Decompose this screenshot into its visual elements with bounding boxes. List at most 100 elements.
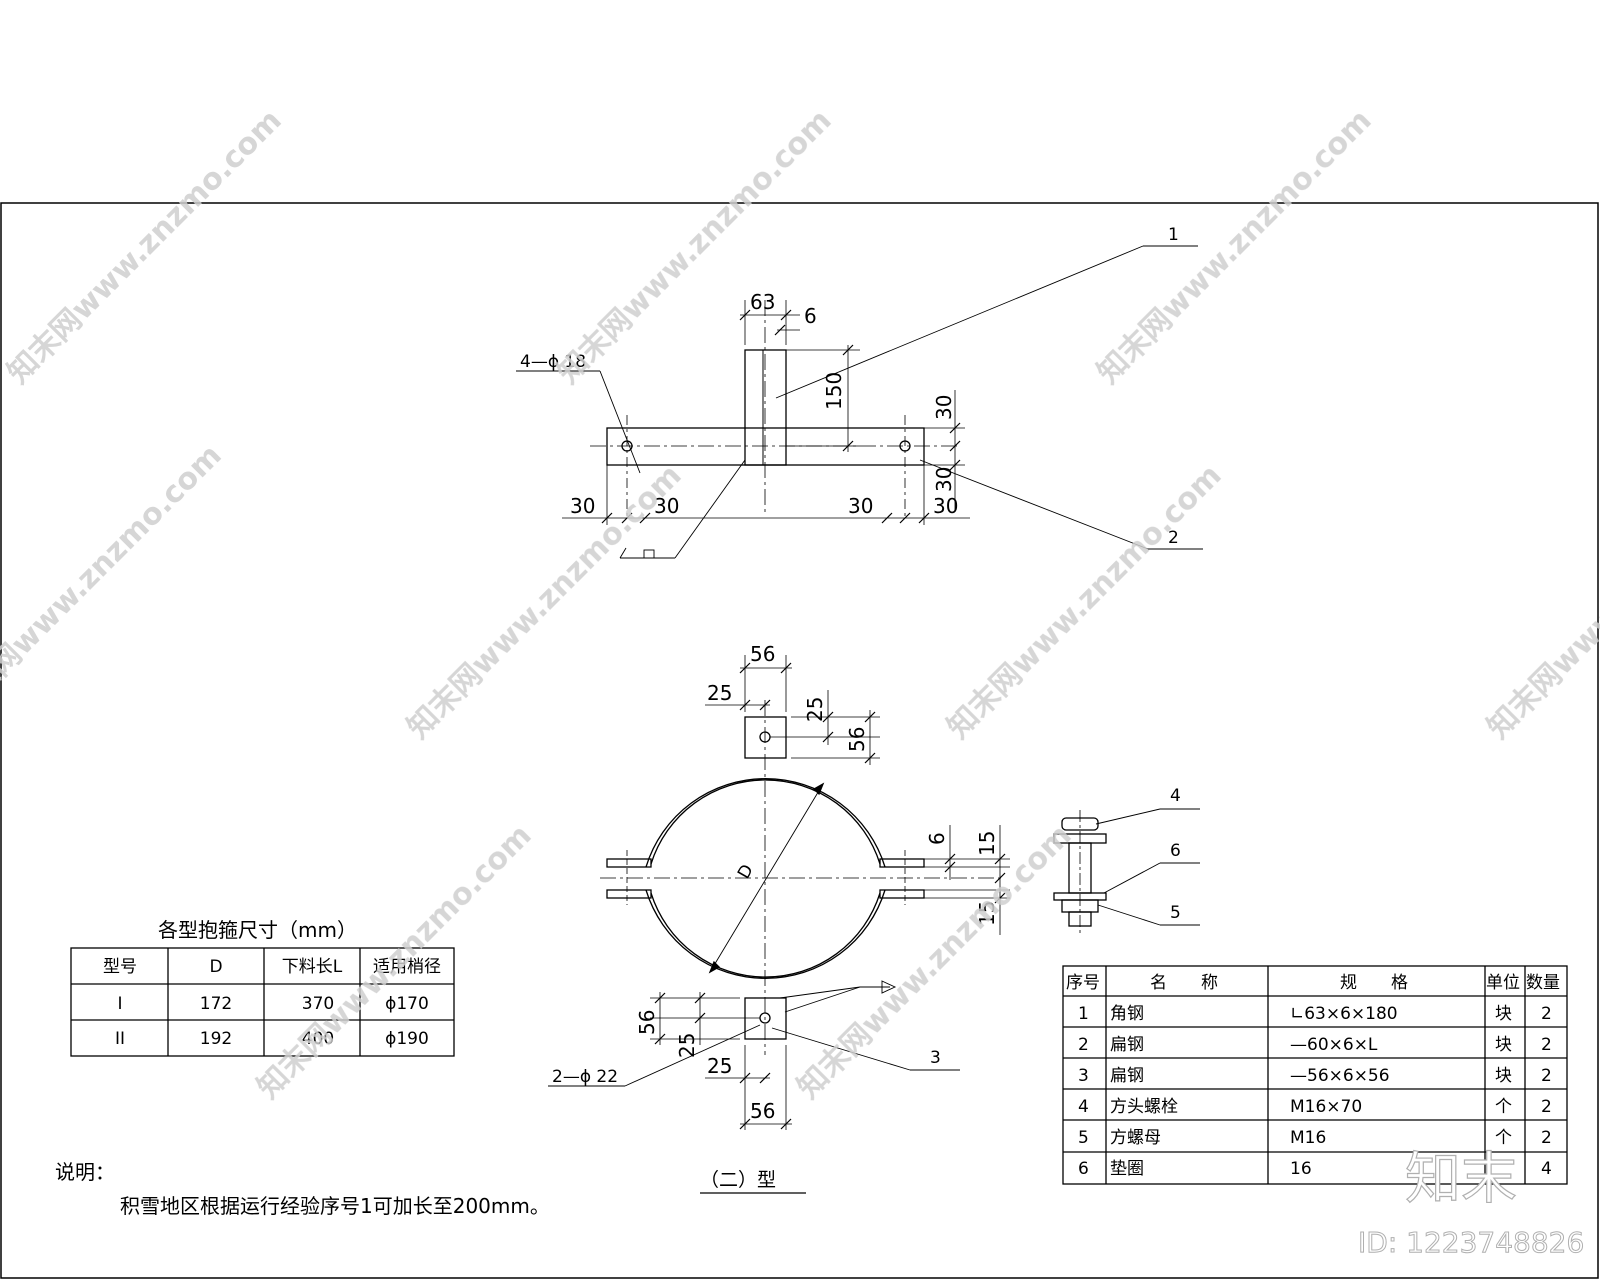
watermark-text: 知末网www.znzmo.com — [401, 458, 689, 746]
size-cell: 172 — [200, 994, 232, 1014]
hole-label-4-18: 4—ϕ 18 — [520, 352, 586, 372]
parts-cell: 4 — [1541, 1159, 1552, 1179]
size-cell: ϕ190 — [385, 1029, 429, 1049]
parts-cell: 块 — [1495, 1035, 1512, 1055]
dim-56-right: 56 — [845, 727, 869, 752]
dim-150: 150 — [822, 372, 846, 410]
front-view — [548, 655, 1010, 1194]
callout-1: 1 — [1168, 225, 1179, 245]
front-view-labels: 56 25 25 56 D 6 15 15 56 25 25 56 2—ϕ 22… — [552, 642, 999, 1191]
dim-25-top: 25 — [707, 681, 732, 705]
watermark-layer: 知末网www.znzmo.com 知末网www.znzmo.com 知末网www… — [0, 103, 1600, 1106]
top-view-labels: 63 6 150 4—ϕ 18 30 30 30 30 30 30 1 2 — [520, 225, 1179, 548]
size-header-type: 型号 — [103, 957, 137, 977]
parts-header-spec: 规 格 — [1340, 973, 1408, 993]
parts-header-qty: 数量 — [1526, 973, 1560, 993]
parts-cell: 块 — [1495, 1066, 1512, 1086]
parts-cell: 垫圈 — [1110, 1159, 1144, 1179]
size-cell: 370 — [302, 994, 334, 1014]
dim-30-a: 30 — [570, 494, 595, 518]
size-table — [70, 947, 455, 1057]
watermark-text: 知末网www.znzmo.com — [1, 103, 289, 391]
dim-30-vert-b: 30 — [932, 467, 956, 492]
size-header-dia: 适用梢径 — [373, 957, 441, 977]
dim-6: 6 — [804, 304, 817, 328]
parts-cell: 角钢 — [1110, 1004, 1144, 1024]
callout-4: 4 — [1170, 786, 1181, 806]
size-header-l: 下料长L — [282, 957, 343, 977]
parts-cell: 5 — [1078, 1128, 1089, 1148]
dim-15-a: 15 — [975, 831, 999, 856]
watermark-text: 知末网www.znzmo.com — [0, 438, 229, 726]
callout-2: 2 — [1168, 528, 1179, 548]
parts-cell: 16 — [1290, 1159, 1312, 1179]
parts-cell: M16×70 — [1290, 1097, 1362, 1117]
parts-cell: 方螺母 — [1110, 1128, 1161, 1148]
size-cell: I — [117, 994, 122, 1014]
dim-30-d: 30 — [933, 494, 958, 518]
drawing-frame — [0, 202, 1599, 1279]
dim-30-vert-a: 30 — [932, 395, 956, 420]
dim-15-b: 15 — [975, 901, 999, 926]
parts-cell: 4 — [1078, 1097, 1089, 1117]
parts-table-text: 序号 名 称 规 格 单位 数量 1 角钢 ∟63×6×180 块 2 2 扁钢… — [1066, 973, 1560, 1179]
parts-cell: 个 — [1495, 1128, 1512, 1148]
hole-label-2-22: 2—ϕ 22 — [552, 1067, 618, 1087]
parts-cell: 个 — [1495, 1097, 1512, 1117]
parts-cell: 1 — [1078, 1004, 1089, 1024]
dim-30-b: 30 — [654, 494, 679, 518]
dim-63: 63 — [750, 290, 775, 314]
parts-cell: 2 — [1541, 1097, 1552, 1117]
parts-header-no: 序号 — [1066, 973, 1100, 993]
parts-cell: 6 — [1078, 1159, 1089, 1179]
callout-5: 5 — [1170, 903, 1181, 923]
dim-56-left: 56 — [635, 1010, 659, 1035]
parts-cell: M16 — [1290, 1128, 1326, 1148]
dim-25-right: 25 — [803, 697, 827, 722]
parts-cell: 2 — [1541, 1004, 1552, 1024]
notes-text: 积雪地区根据运行经验序号1可加长至200mm。 — [120, 1194, 550, 1218]
parts-cell: 2 — [1541, 1128, 1552, 1148]
dim-6-ear: 6 — [925, 832, 949, 845]
size-cell: II — [115, 1029, 125, 1049]
parts-header-unit: 单位 — [1486, 973, 1520, 993]
notes-heading: 说明： — [55, 1160, 115, 1184]
watermark-logo: 知末 — [1405, 1147, 1517, 1212]
watermark-id: ID: 1223748826 — [1358, 1226, 1584, 1259]
parts-table — [1062, 965, 1568, 1185]
parts-cell: 2 — [1541, 1066, 1552, 1086]
size-header-d: D — [209, 957, 222, 977]
size-cell: 400 — [302, 1029, 334, 1049]
top-view — [516, 245, 1203, 559]
watermark-text: 知末网www.znzmo.com — [941, 458, 1229, 746]
parts-cell: ∟63×6×180 — [1290, 1004, 1398, 1024]
callout-3: 3 — [930, 1048, 941, 1068]
parts-cell: 扁钢 — [1110, 1035, 1144, 1055]
parts-cell: 3 — [1078, 1066, 1089, 1086]
dim-25-left: 25 — [675, 1033, 699, 1058]
dim-25-bottom: 25 — [707, 1054, 732, 1078]
callout-6: 6 — [1170, 841, 1181, 861]
parts-cell: —56×6×56 — [1290, 1066, 1390, 1086]
size-table-text: 型号 D 下料长L 适用梢径 I 172 370 ϕ170 II 192 400… — [103, 957, 441, 1049]
parts-cell: 扁钢 — [1110, 1066, 1144, 1086]
bolt-detail — [1053, 808, 1200, 935]
watermark-text: 知末网www.znzmo.com — [1091, 103, 1379, 391]
size-table-title: 各型抱箍尺寸（mm） — [158, 918, 357, 942]
watermark-text: 知末网www.znzmo.com — [551, 103, 839, 391]
dim-30-c: 30 — [848, 494, 873, 518]
dim-D: D — [734, 861, 758, 882]
dim-56-top: 56 — [750, 642, 775, 666]
parts-cell: 方头螺栓 — [1110, 1097, 1178, 1117]
dim-56-bottom: 56 — [750, 1099, 775, 1123]
front-view-caption: （二）型 — [700, 1169, 776, 1191]
size-cell: ϕ170 — [385, 994, 429, 1014]
parts-cell: 块 — [1495, 1004, 1512, 1024]
bolt-detail-labels: 4 6 5 — [1170, 786, 1181, 923]
parts-header-name: 名 称 — [1150, 973, 1218, 993]
parts-cell: 2 — [1078, 1035, 1089, 1055]
parts-cell: —60×6×L — [1290, 1035, 1378, 1055]
size-cell: 192 — [200, 1029, 232, 1049]
watermark-text: 知末网www.znzmo.com — [1481, 458, 1600, 746]
